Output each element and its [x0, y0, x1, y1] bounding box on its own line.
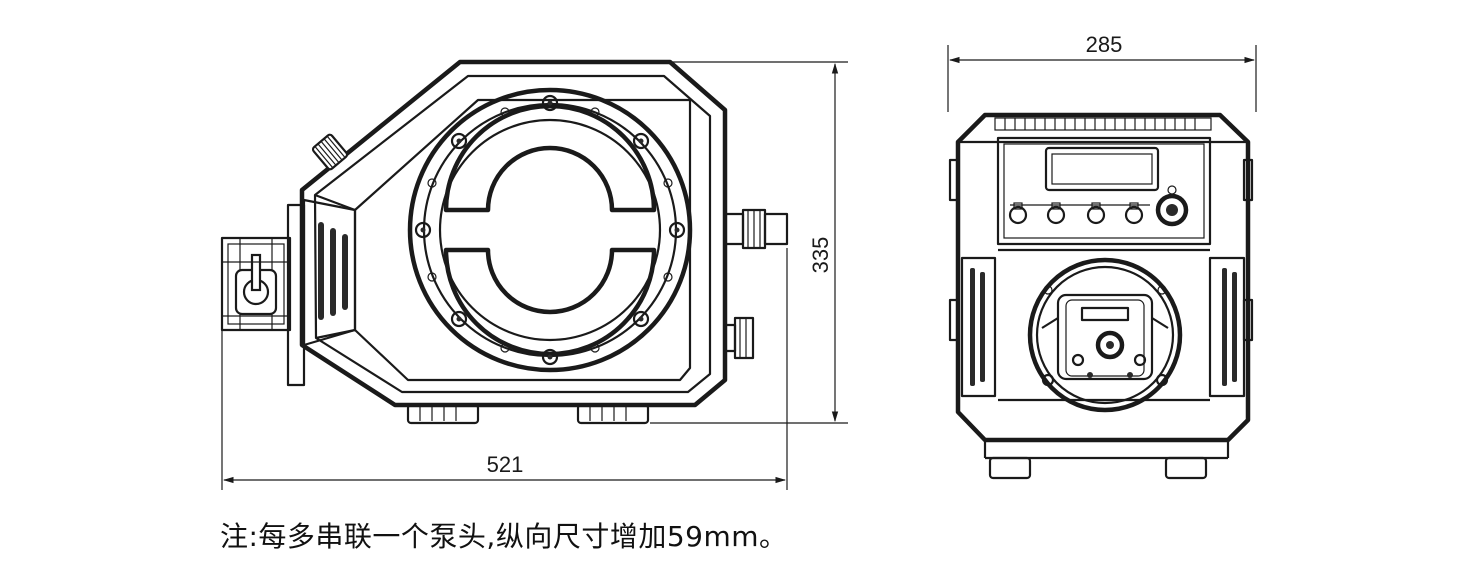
control-knob	[1155, 185, 1189, 227]
front-feet	[983, 440, 1230, 480]
front-view: 285	[947, 32, 1257, 480]
control-panel	[996, 136, 1212, 246]
pump-cover	[407, 87, 693, 373]
top-knob	[311, 133, 349, 171]
housing-outer	[299, 59, 728, 408]
dim-height-side: 335	[650, 61, 848, 424]
dim-label-521: 521	[487, 452, 524, 477]
right-connector-bottom	[723, 316, 755, 360]
dim-width-front: 285	[947, 32, 1257, 112]
side-view: 521 335	[220, 59, 848, 490]
side-feet	[406, 403, 650, 425]
dim-label-285: 285	[1086, 32, 1123, 57]
left-connector	[220, 236, 292, 332]
top-grille	[994, 117, 1212, 131]
footnote: 注:每多串联一个泵头,纵向尺寸增加59mm。	[220, 520, 788, 553]
panel-buttons	[1008, 202, 1150, 225]
dim-label-335: 335	[808, 237, 833, 274]
cover-screws	[414, 94, 686, 366]
display-screen	[1044, 146, 1160, 192]
pump-head	[1027, 257, 1183, 413]
side-vent	[302, 198, 357, 347]
right-connector-top	[723, 208, 789, 250]
dim-width-side: 521	[221, 248, 788, 490]
front-side-vents	[948, 158, 1254, 398]
